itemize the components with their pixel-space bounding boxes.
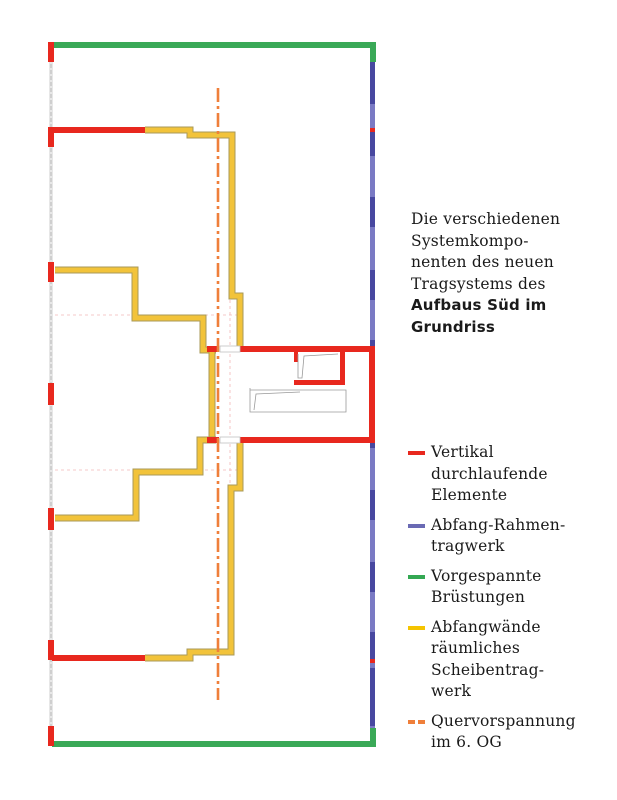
legend-item-transfer-walls: Abfangwände räumliches Scheibentrag- wer…	[408, 617, 613, 703]
legend-label: durchlaufende	[431, 464, 548, 483]
orange-dashed-swatch-icon	[408, 719, 425, 724]
legend-label: Brüstungen	[431, 588, 526, 606]
core-details	[219, 345, 347, 444]
vertical-elements	[48, 42, 375, 746]
legend-label: Vertikal	[431, 443, 494, 461]
yellow-line-swatch-icon	[408, 625, 425, 630]
legend-label: Abfangwände	[431, 617, 541, 636]
caption-line-bold: Grundriss	[411, 317, 495, 336]
caption-line: Die verschiedenen	[411, 210, 561, 228]
legend-label: Quervorspannung	[431, 711, 576, 730]
figure-caption: Die verschiedenen Systemkompo- nenten de…	[411, 209, 611, 338]
caption-line: Tragsystems des	[411, 274, 546, 293]
legend-label: Vorgespannte	[431, 566, 542, 585]
floor-plan	[48, 42, 376, 747]
legend-label: räumliches	[431, 639, 521, 657]
caption-line: Systemkompo-	[411, 231, 529, 250]
legend-label: im 6. OG	[431, 733, 502, 751]
blue-line-swatch-icon	[408, 523, 425, 528]
legend: Vertikal durchlaufende Elemente Abfang-R…	[408, 442, 613, 762]
legend-label: tragwerk	[431, 537, 505, 555]
legend-label: Abfang-Rahmen-	[431, 515, 566, 534]
legend-item-frame-structure: Abfang-Rahmen- tragwerk	[408, 515, 613, 558]
legend-label: Scheibentrag-	[431, 660, 545, 679]
red-line-swatch-icon	[408, 451, 425, 455]
legend-label: werk	[431, 682, 472, 700]
transfer-walls	[55, 126, 244, 662]
caption-line: nenten des neuen	[411, 253, 554, 271]
legend-item-vertical-elements: Vertikal durchlaufende Elemente	[408, 442, 613, 507]
legend-label: Elemente	[431, 486, 508, 504]
caption-line-bold: Aufbaus Süd im	[411, 296, 547, 314]
green-line-swatch-icon	[408, 574, 425, 579]
legend-item-prestressed-parapets: Vorgespannte Brüstungen	[408, 566, 613, 609]
legend-item-transverse-prestressing: Quervorspannung im 6. OG	[408, 711, 613, 754]
prestressed-parapets	[52, 42, 376, 747]
